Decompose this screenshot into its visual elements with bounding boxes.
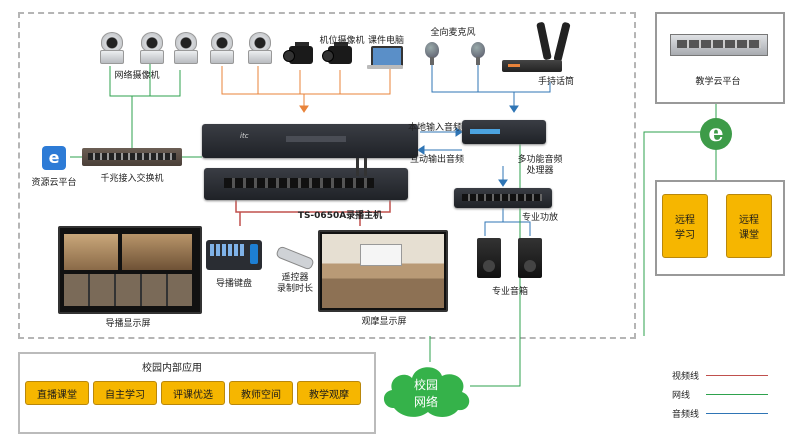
network-camera-3 [172, 32, 198, 64]
network-cameras-label: 网络摄像机 [114, 71, 160, 81]
app-observation[interactable]: 教学观摩 [297, 381, 361, 405]
speaker-left [477, 238, 501, 278]
audio-processor [462, 120, 546, 144]
legend-network-line [706, 394, 768, 395]
omni-mic-2 [469, 42, 487, 65]
remote-study-button[interactable]: 远程 学习 [662, 194, 708, 258]
legend-video-label: 视频线 [672, 372, 700, 382]
remote-label-2: 录制时长 [276, 284, 314, 294]
remote-study-label-2: 学习 [675, 230, 695, 241]
campus-network-cloud [383, 367, 470, 417]
recorder-host [204, 168, 408, 200]
pro-amplifier [454, 188, 552, 208]
classroom-region [18, 12, 636, 339]
video-lines-host [235, 198, 391, 226]
app-self-study[interactable]: 自主学习 [93, 381, 157, 405]
remote-class-button[interactable]: 远程 课堂 [726, 194, 772, 258]
legend-audio-label: 音频线 [672, 410, 700, 420]
network-camera-2 [138, 32, 164, 64]
recorder-antennas [354, 158, 370, 176]
director-keyboard-label: 导播键盘 [215, 279, 253, 289]
remote-class-label-2: 课堂 [739, 230, 759, 241]
campus-network-label-1: 校园 [413, 378, 439, 392]
lesson-pc-laptop [367, 46, 403, 70]
brand-logo: itc [240, 132, 249, 140]
camcorder-1 [283, 42, 317, 68]
gigabit-switch [82, 148, 182, 166]
omni-mic-1 [423, 42, 441, 65]
pro-speaker-label: 专业音箱 [491, 287, 529, 297]
camcorders-label: 机位摄像机 [319, 36, 365, 46]
ptz-camera-2 [246, 32, 272, 64]
remote-study-label-1: 远程 [675, 215, 695, 226]
audio-processor-label-1: 多功能音频 [517, 155, 563, 165]
ptz-camera-1 [208, 32, 234, 64]
audio-processor-label-2: 处理器 [526, 166, 554, 176]
audio-lines [417, 62, 551, 236]
remote-class-label-1: 远程 [739, 215, 759, 226]
cloud-platform-label: 教学云平台 [695, 77, 741, 87]
lesson-pc-label: 课件电脑 [367, 36, 405, 46]
pro-amplifier-label: 专业功放 [521, 213, 559, 223]
director-display [58, 226, 202, 314]
resource-e-icon: e [42, 146, 66, 170]
video-lines [221, 66, 391, 113]
speaker-right [518, 238, 542, 278]
cloud-server [670, 34, 768, 56]
recorder-host-label: TS-0650A录播主机 [297, 211, 383, 221]
director-screen-label: 导播显示屏 [105, 319, 151, 329]
director-keyboard [206, 240, 262, 270]
recorder-unit-top: itc [202, 124, 418, 158]
legend-video-line [706, 375, 768, 376]
internet-explorer-icon: e [700, 118, 732, 150]
resource-cloud-label: 资源云平台 [31, 178, 77, 188]
handheld-mic-label: 手持话筒 [537, 77, 575, 87]
omni-mic-label: 全向麦克风 [430, 28, 476, 38]
gigabit-switch-label: 千兆接入交换机 [100, 174, 164, 184]
local-audio-in-label: 本地输入音频 [408, 123, 463, 133]
network-camera-1 [98, 32, 124, 64]
interactive-audio-out-label: 互动输出音频 [410, 155, 465, 165]
observe-display [318, 230, 448, 312]
app-teacher-space[interactable]: 教师空间 [229, 381, 293, 405]
handheld-mic-set [500, 21, 590, 82]
campus-network-label-2: 网络 [413, 395, 439, 409]
network-lines [70, 101, 717, 387]
campus-apps-title: 校园内部应用 [142, 363, 202, 374]
camcorder-2 [322, 42, 356, 68]
app-live-class[interactable]: 直播课堂 [25, 381, 89, 405]
teaching-cloud-box [655, 12, 785, 104]
network-lines-cameras [109, 64, 181, 148]
app-lesson-review[interactable]: 评课优选 [161, 381, 225, 405]
legend-audio-line [706, 413, 768, 414]
remote-label-1: 遥控器 [281, 273, 309, 283]
legend-network-label: 网线 [672, 391, 691, 401]
observe-screen-label: 观摩显示屏 [361, 317, 407, 327]
